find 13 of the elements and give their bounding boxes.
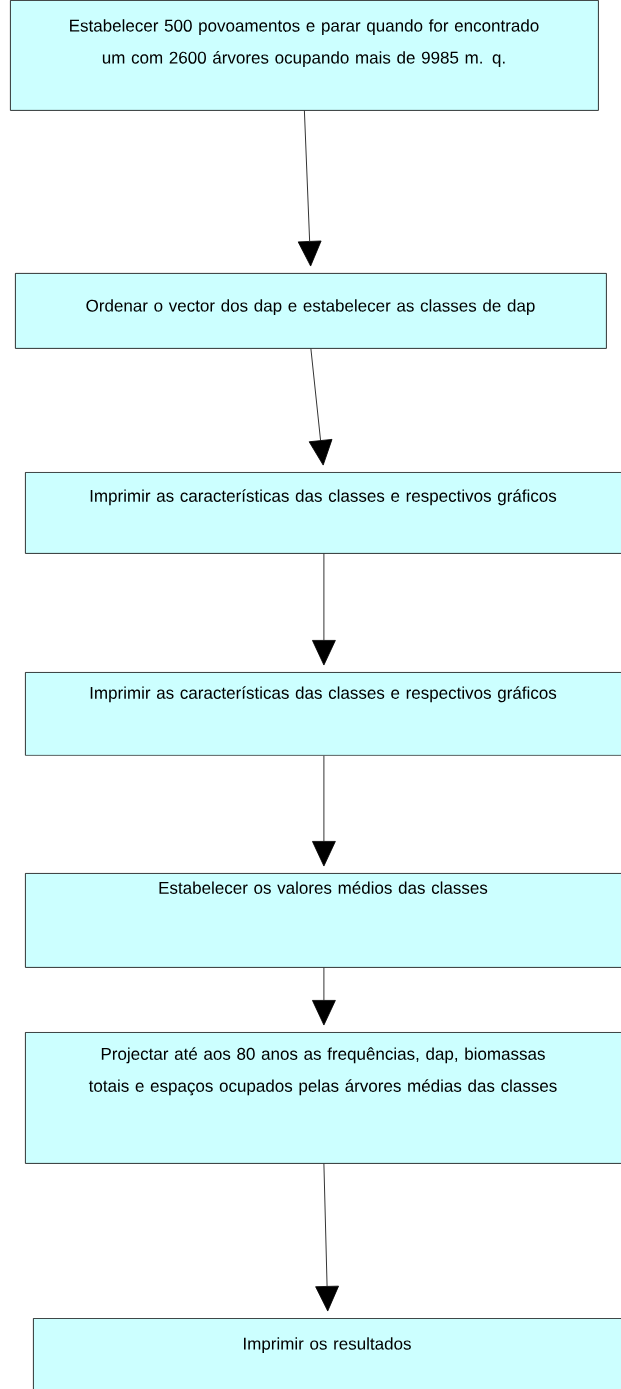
arrow: [315, 1163, 339, 1312]
arrow: [312, 553, 336, 666]
arrow: [297, 110, 322, 267]
process-box: Projectar até aos 80 anos as frequências, dap, biomassas totais e espaços ocupados pelas árvores médias das classes: [25, 1032, 621, 1164]
process-box: Ordenar o vector dos dap e estabelecer as classes de dap: [15, 273, 607, 349]
arrow: [312, 755, 336, 867]
process-box: Imprimir as características das classes e respectivos gráficos: [25, 672, 621, 756]
process-box: Estabelecer 500 povoamentos e parar quando for encontrado um com 2600 árvores ocupando mais de 9985 m. q.: [10, 0, 599, 111]
process-box: Estabelecer os valores médios das classes: [25, 873, 621, 968]
process-box: Imprimir os resultados: [33, 1318, 621, 1389]
arrow: [312, 967, 336, 1026]
process-box: Imprimir as características das classes e respectivos gráficos: [25, 472, 621, 554]
arrow: [308, 348, 333, 466]
